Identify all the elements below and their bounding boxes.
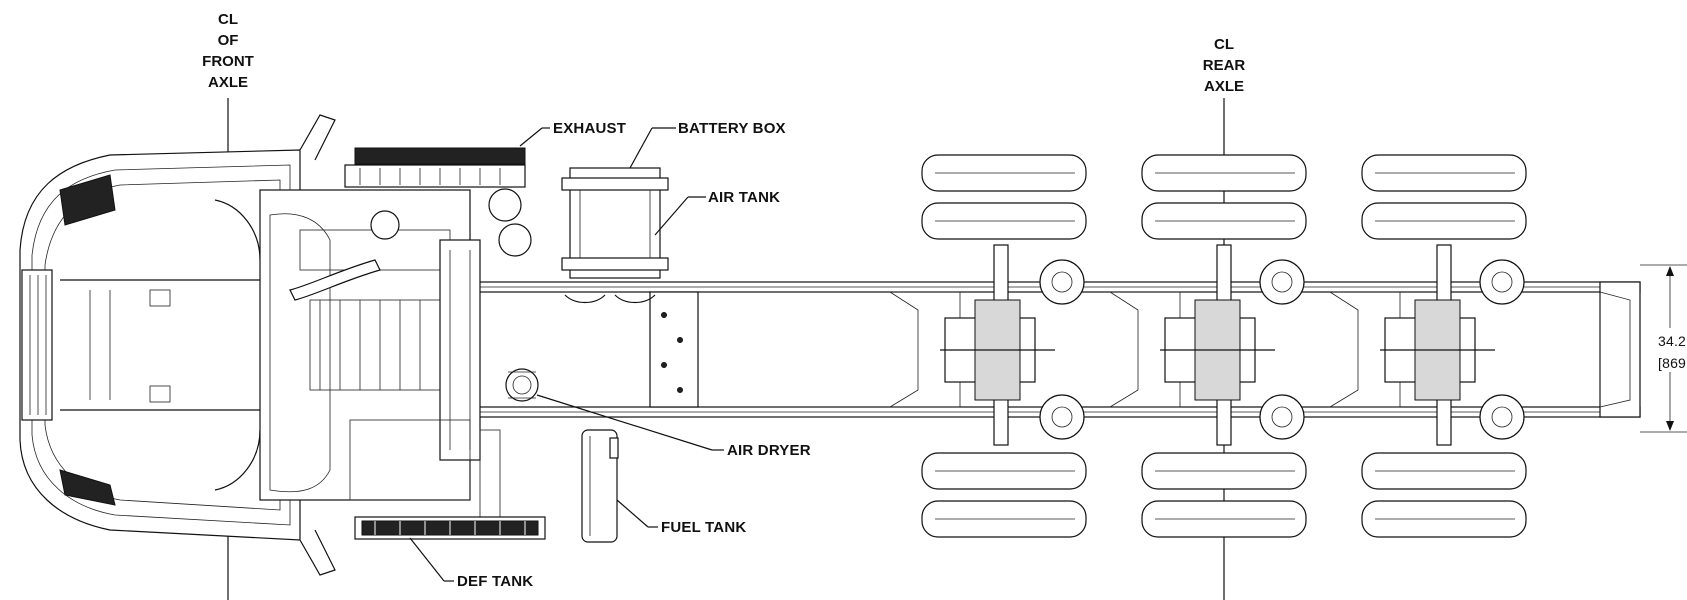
rear-axle-group-1 — [888, 154, 1087, 538]
rear-axle-group-3 — [1328, 154, 1527, 538]
fuel-tank — [581, 429, 619, 543]
rear-axle-label-line-2: REAR — [1203, 57, 1246, 74]
def-tank — [354, 516, 546, 540]
rear-axle-label: CL REAR AXLE — [1203, 36, 1246, 95]
engine-compartment — [259, 189, 501, 521]
rear-axle-label-line-3: AXLE — [1204, 78, 1244, 95]
exhaust-label: EXHAUST — [553, 120, 626, 137]
battery-box — [561, 167, 669, 304]
air-tank-label: AIR TANK — [708, 189, 780, 206]
exhaust-assembly — [344, 147, 532, 257]
fuel-tank-label: FUEL TANK — [661, 519, 746, 536]
air-dryer — [505, 368, 539, 402]
truck-cab — [19, 114, 336, 576]
frame-width-dimension: 34.2 [869 — [1640, 264, 1687, 433]
frame-width-dimension-value: 34.2 — [1658, 333, 1686, 349]
battery-box-label: BATTERY BOX — [678, 120, 786, 137]
rear-axle-label-line-1: CL — [1214, 36, 1234, 53]
front-axle-label-line-2: OF — [218, 32, 239, 49]
callout-leaders — [409, 127, 724, 582]
air-dryer-label: AIR DRYER — [727, 442, 811, 459]
front-axle-label-line-1: CL — [218, 11, 238, 28]
front-axle-label-line-3: FRONT — [202, 53, 254, 70]
rear-axle-group-2 — [1108, 154, 1307, 538]
frame-width-dimension-metric: [869 — [1658, 355, 1686, 371]
def-tank-label: DEF TANK — [457, 573, 533, 590]
front-axle-label: CL OF FRONT AXLE — [202, 11, 254, 91]
front-axle-label-line-4: AXLE — [208, 74, 248, 91]
